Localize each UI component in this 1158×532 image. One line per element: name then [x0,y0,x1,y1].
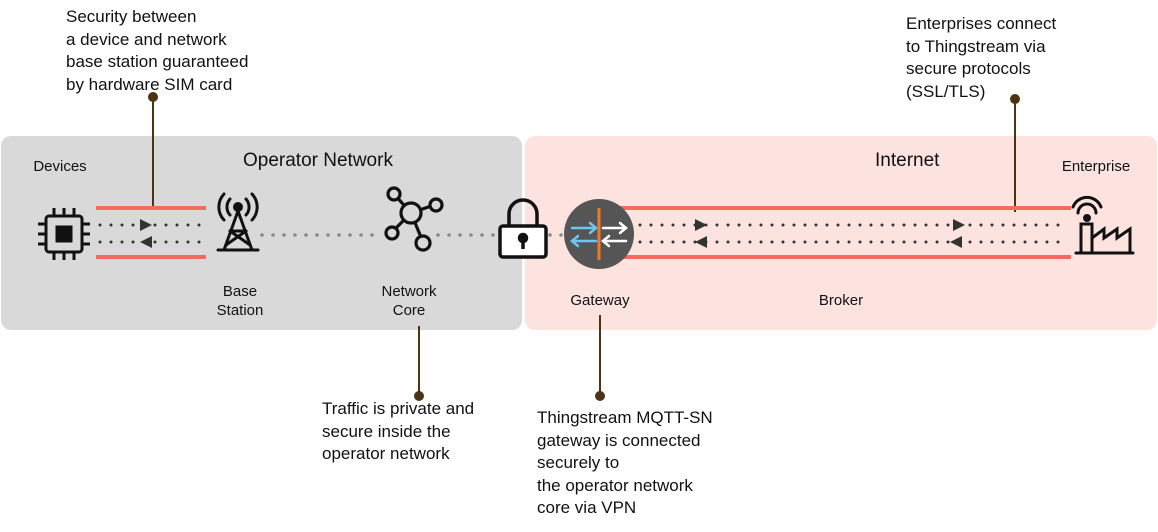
secure-pipes [96,206,1071,259]
enterprise-label: Enterprise [1061,158,1131,175]
broker-label: Broker [818,292,864,309]
sim-security-callout: Security between a device and network ba… [66,7,249,94]
chip-icon [38,208,90,260]
arrow-right-broker-1 [695,219,707,231]
operator-network-title: Operator Network [243,150,393,171]
antenna-tower-icon [216,192,260,252]
network-hub-icon [384,186,444,252]
traffic-dots [98,223,1064,244]
arrow-right-broker-2 [953,219,965,231]
gateway-vpn-callout: Thingstream MQTT-SN gateway is connected… [537,408,713,517]
factory-icon [1071,195,1135,255]
enterprise-protocols-callout: Enterprises connect to Thingstream via s… [906,14,1057,101]
gateway-arrows-icon [564,199,634,269]
devices-label: Devices [33,158,87,175]
arrow-right-device [140,219,152,231]
gateway-label: Gateway [570,292,630,309]
operator-private-callout: Traffic is private and secure inside the… [322,399,475,463]
arrow-left-device [140,236,152,248]
arrow-left-broker-1 [695,236,707,248]
base-station-label: Base Station [216,283,264,319]
internet-title: Internet [875,150,940,171]
network-core-label: Network Core [381,283,437,319]
direction-arrows [140,219,965,248]
callout-lines [148,92,1020,401]
padlock-icon [498,198,548,259]
arrow-left-broker-2 [950,236,962,248]
